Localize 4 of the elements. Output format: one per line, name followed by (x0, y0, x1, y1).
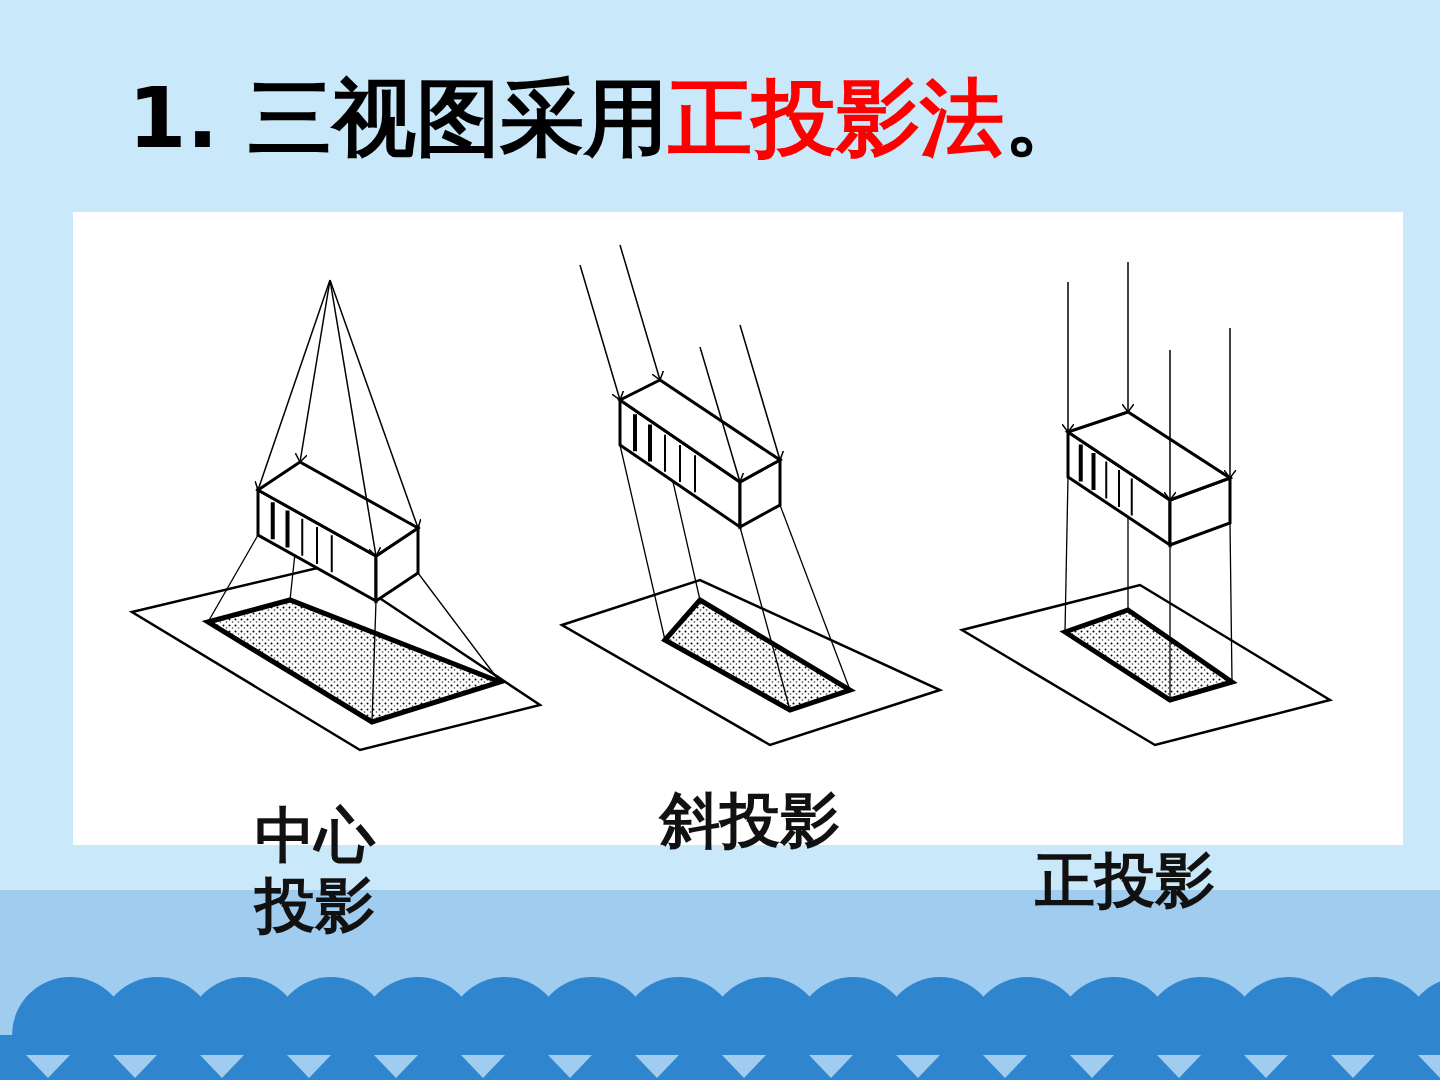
projection-label: 正投影 (1035, 845, 1216, 915)
projection-label: 斜投影 (660, 785, 841, 855)
slide-title: 1. 三视图采用正投影法。 (128, 68, 1088, 169)
projection-label: 中心投影 (255, 800, 377, 940)
